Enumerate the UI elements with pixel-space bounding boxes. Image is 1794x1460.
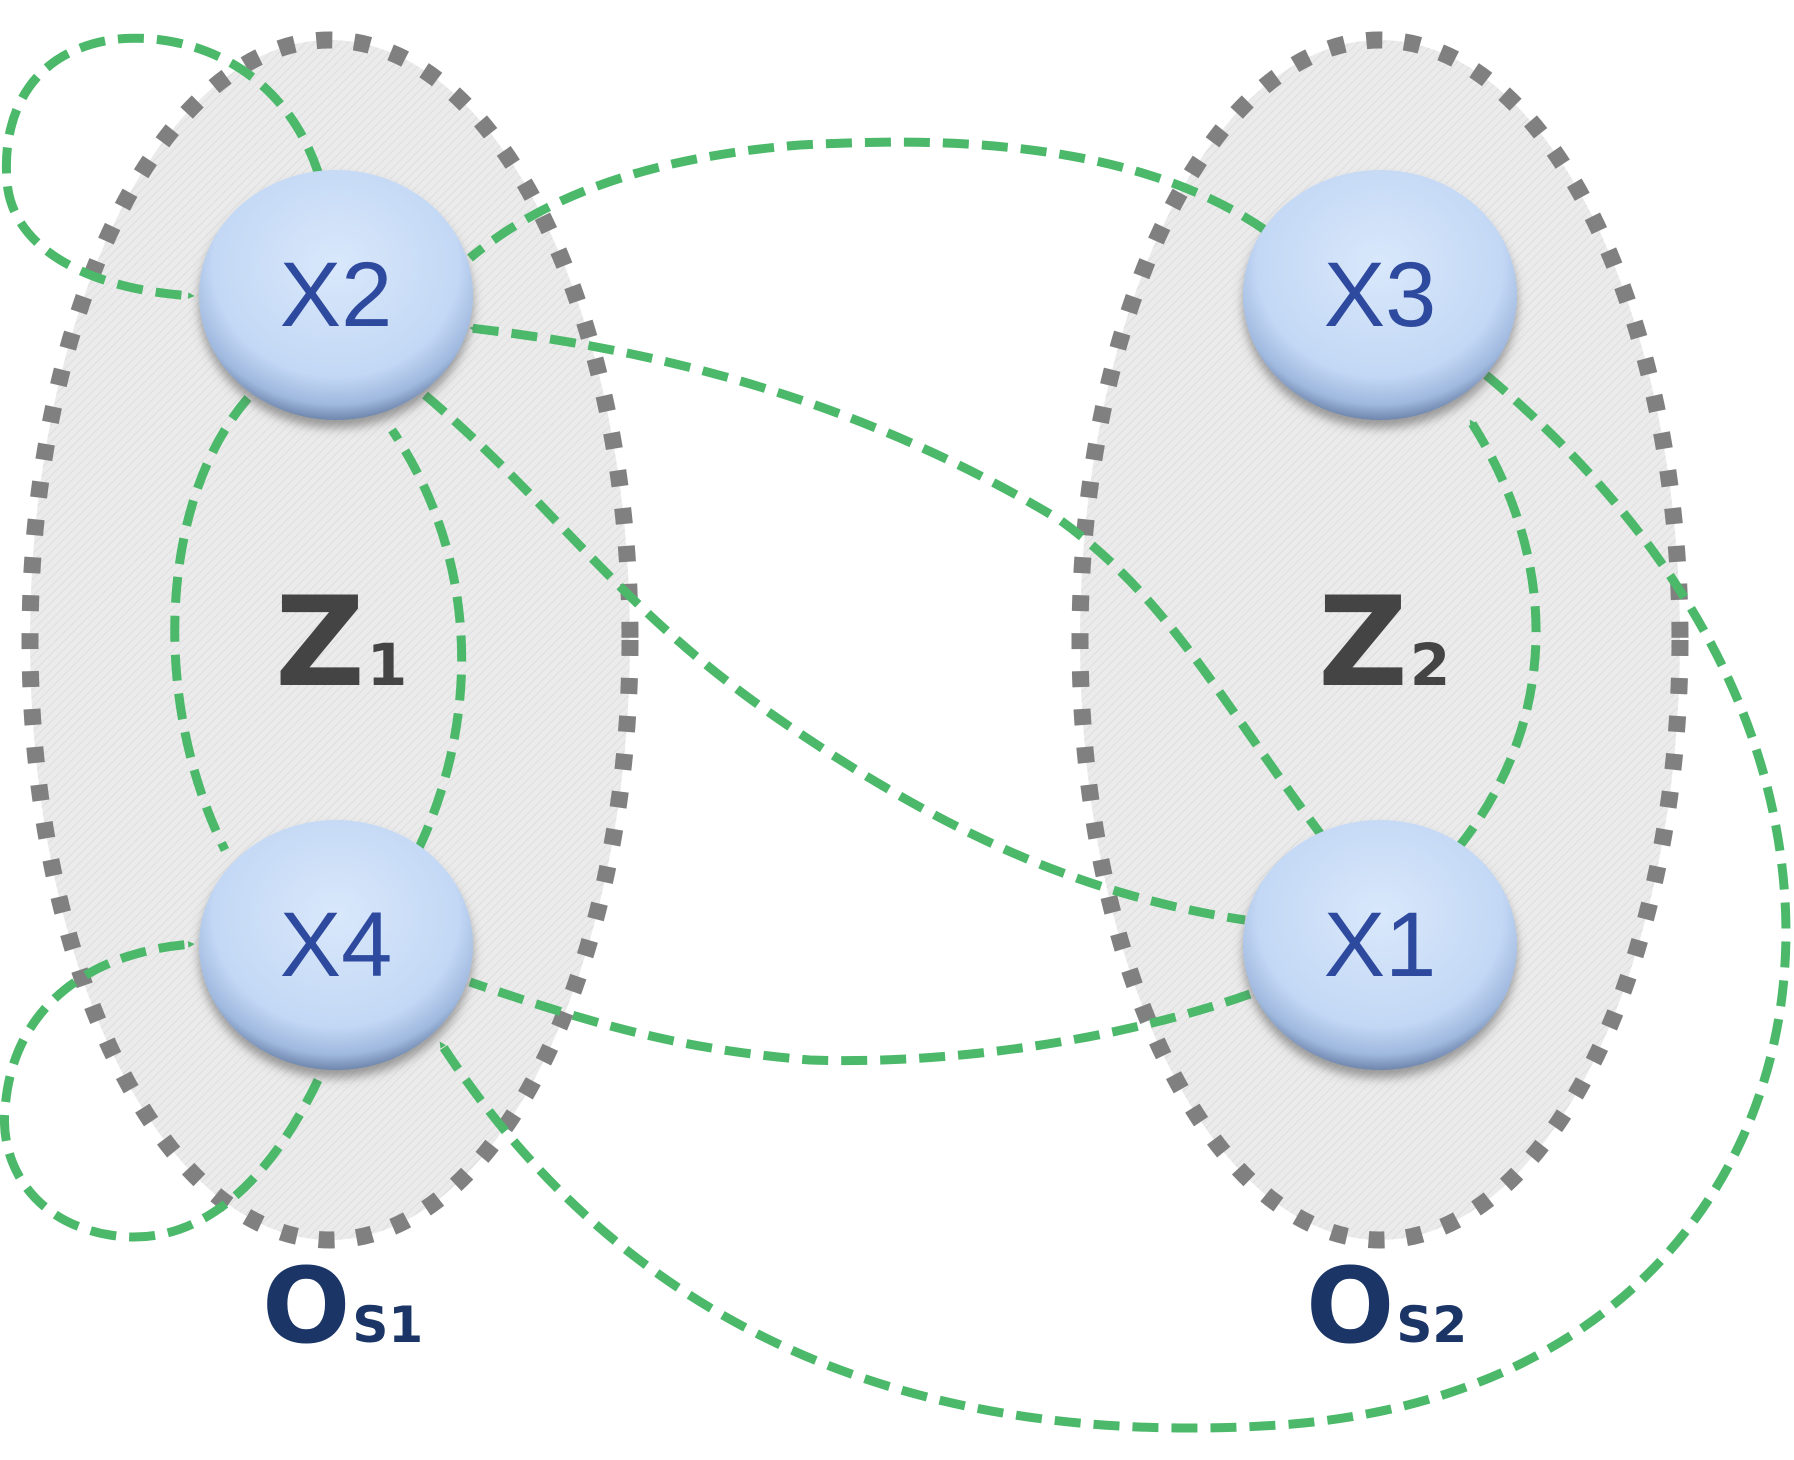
node-label: X3 — [1324, 244, 1437, 346]
edge-x4-to-x2 — [388, 427, 467, 852]
node-circle — [1243, 170, 1517, 420]
zone-letter: Z — [275, 571, 365, 715]
obs-letter: O — [1306, 1245, 1394, 1367]
region-os1-boundary — [21, 31, 639, 1249]
zone-label-z2: Z2 — [1318, 571, 1450, 715]
node-x4: X4 — [199, 820, 473, 1070]
region-os2-boundary — [1071, 31, 1689, 1249]
edge-x1-to-x4 — [468, 977, 1252, 1066]
node-x2: X2 — [199, 170, 473, 420]
node-label: X4 — [280, 894, 393, 996]
edge-x2-to-x1 — [422, 391, 1246, 925]
edge-x1-to-x3 — [1454, 417, 1541, 851]
edge-x2-self-loop — [1, 33, 323, 301]
edge-x2-to-x4 — [170, 395, 252, 853]
zone-letter: Z — [1318, 571, 1408, 715]
obs-label-os2: OS2 — [1306, 1245, 1467, 1367]
obs-subscript: S1 — [352, 1296, 423, 1354]
edge-x4-self-loop — [0, 939, 323, 1242]
zone-label-z1: Z1 — [275, 571, 407, 715]
zone-subscript: 1 — [367, 631, 407, 699]
node-label: X1 — [1324, 894, 1437, 996]
edge-x3-to-x2 — [467, 137, 1268, 262]
region-os1 — [21, 31, 639, 1249]
node-x1: X1 — [1243, 820, 1517, 1070]
zone-subscript: 2 — [1410, 631, 1450, 699]
node-x3: X3 — [1243, 170, 1517, 420]
node-circle — [1243, 820, 1517, 1070]
node-label: X2 — [280, 244, 393, 346]
node-circle — [199, 170, 473, 420]
obs-letter: O — [262, 1245, 350, 1367]
edge-x1-to-x2 — [469, 323, 1329, 843]
node-circle — [199, 820, 473, 1070]
region-os2 — [1071, 31, 1689, 1249]
obs-label-os1: OS1 — [262, 1245, 423, 1367]
edge-x3-to-x4 — [436, 371, 1791, 1433]
edges — [0, 33, 1791, 1433]
obs-subscript: S2 — [1396, 1296, 1467, 1354]
